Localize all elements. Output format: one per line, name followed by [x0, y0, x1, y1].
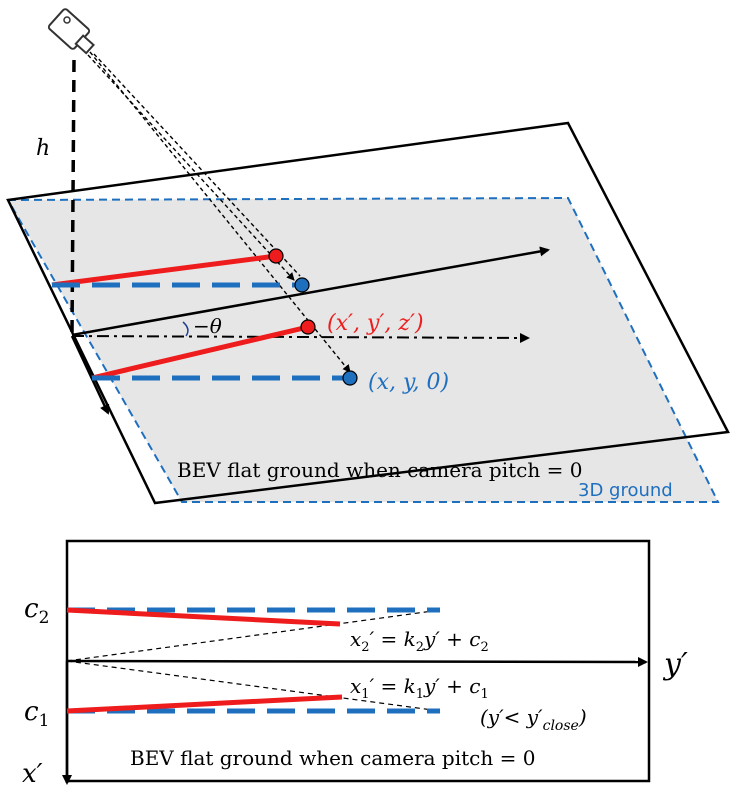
height-label: h — [36, 136, 50, 161]
ground-point-lower — [342, 370, 358, 386]
angle-label: −θ — [193, 314, 222, 338]
bev-y-axis-label: y′ — [662, 647, 688, 682]
ray-to-raised-point-2 — [89, 51, 351, 373]
intercept-c1-label: c1 — [24, 697, 49, 731]
equation-lower: x1′ = k1y′ + c1 — [350, 674, 489, 702]
bev-y-axis — [66, 656, 648, 667]
camera-icon — [47, 8, 95, 55]
3d-ground-plane — [6, 196, 720, 503]
condition-label: (y′< y′close) — [480, 705, 587, 734]
raised-point-label: (x′, y′, z′) — [327, 311, 424, 336]
equation-upper: x2′ = k2y′ + c2 — [350, 627, 489, 655]
bev-plane-label-top: BEV flat ground when camera pitch = 0 — [177, 458, 582, 482]
bev-lane-red-lower — [66, 694, 343, 714]
bev-plane-label-bottom: BEV flat ground when camera pitch = 0 — [130, 746, 535, 770]
bev-lane-red-upper — [66, 607, 341, 627]
lane-red-upper — [51, 253, 277, 288]
ground-plane-label: 3D ground — [578, 480, 673, 501]
bev-x-axis-label: x′ — [22, 759, 43, 789]
flat-y-axis — [71, 332, 530, 343]
ray-through-point — [93, 53, 301, 277]
tilted-y-axis — [71, 246, 550, 337]
angle-arc — [182, 321, 189, 337]
x-axis-down — [70, 335, 110, 415]
raised-point-lower — [300, 319, 316, 335]
intercept-c2-label: c2 — [24, 594, 49, 628]
raised-point-upper — [268, 248, 284, 264]
lane-red-lower — [91, 324, 309, 381]
ground-point-label: (x, y, 0) — [368, 370, 449, 395]
bev-flat-ground-plane — [6, 121, 730, 505]
ground-point-upper — [294, 277, 310, 293]
